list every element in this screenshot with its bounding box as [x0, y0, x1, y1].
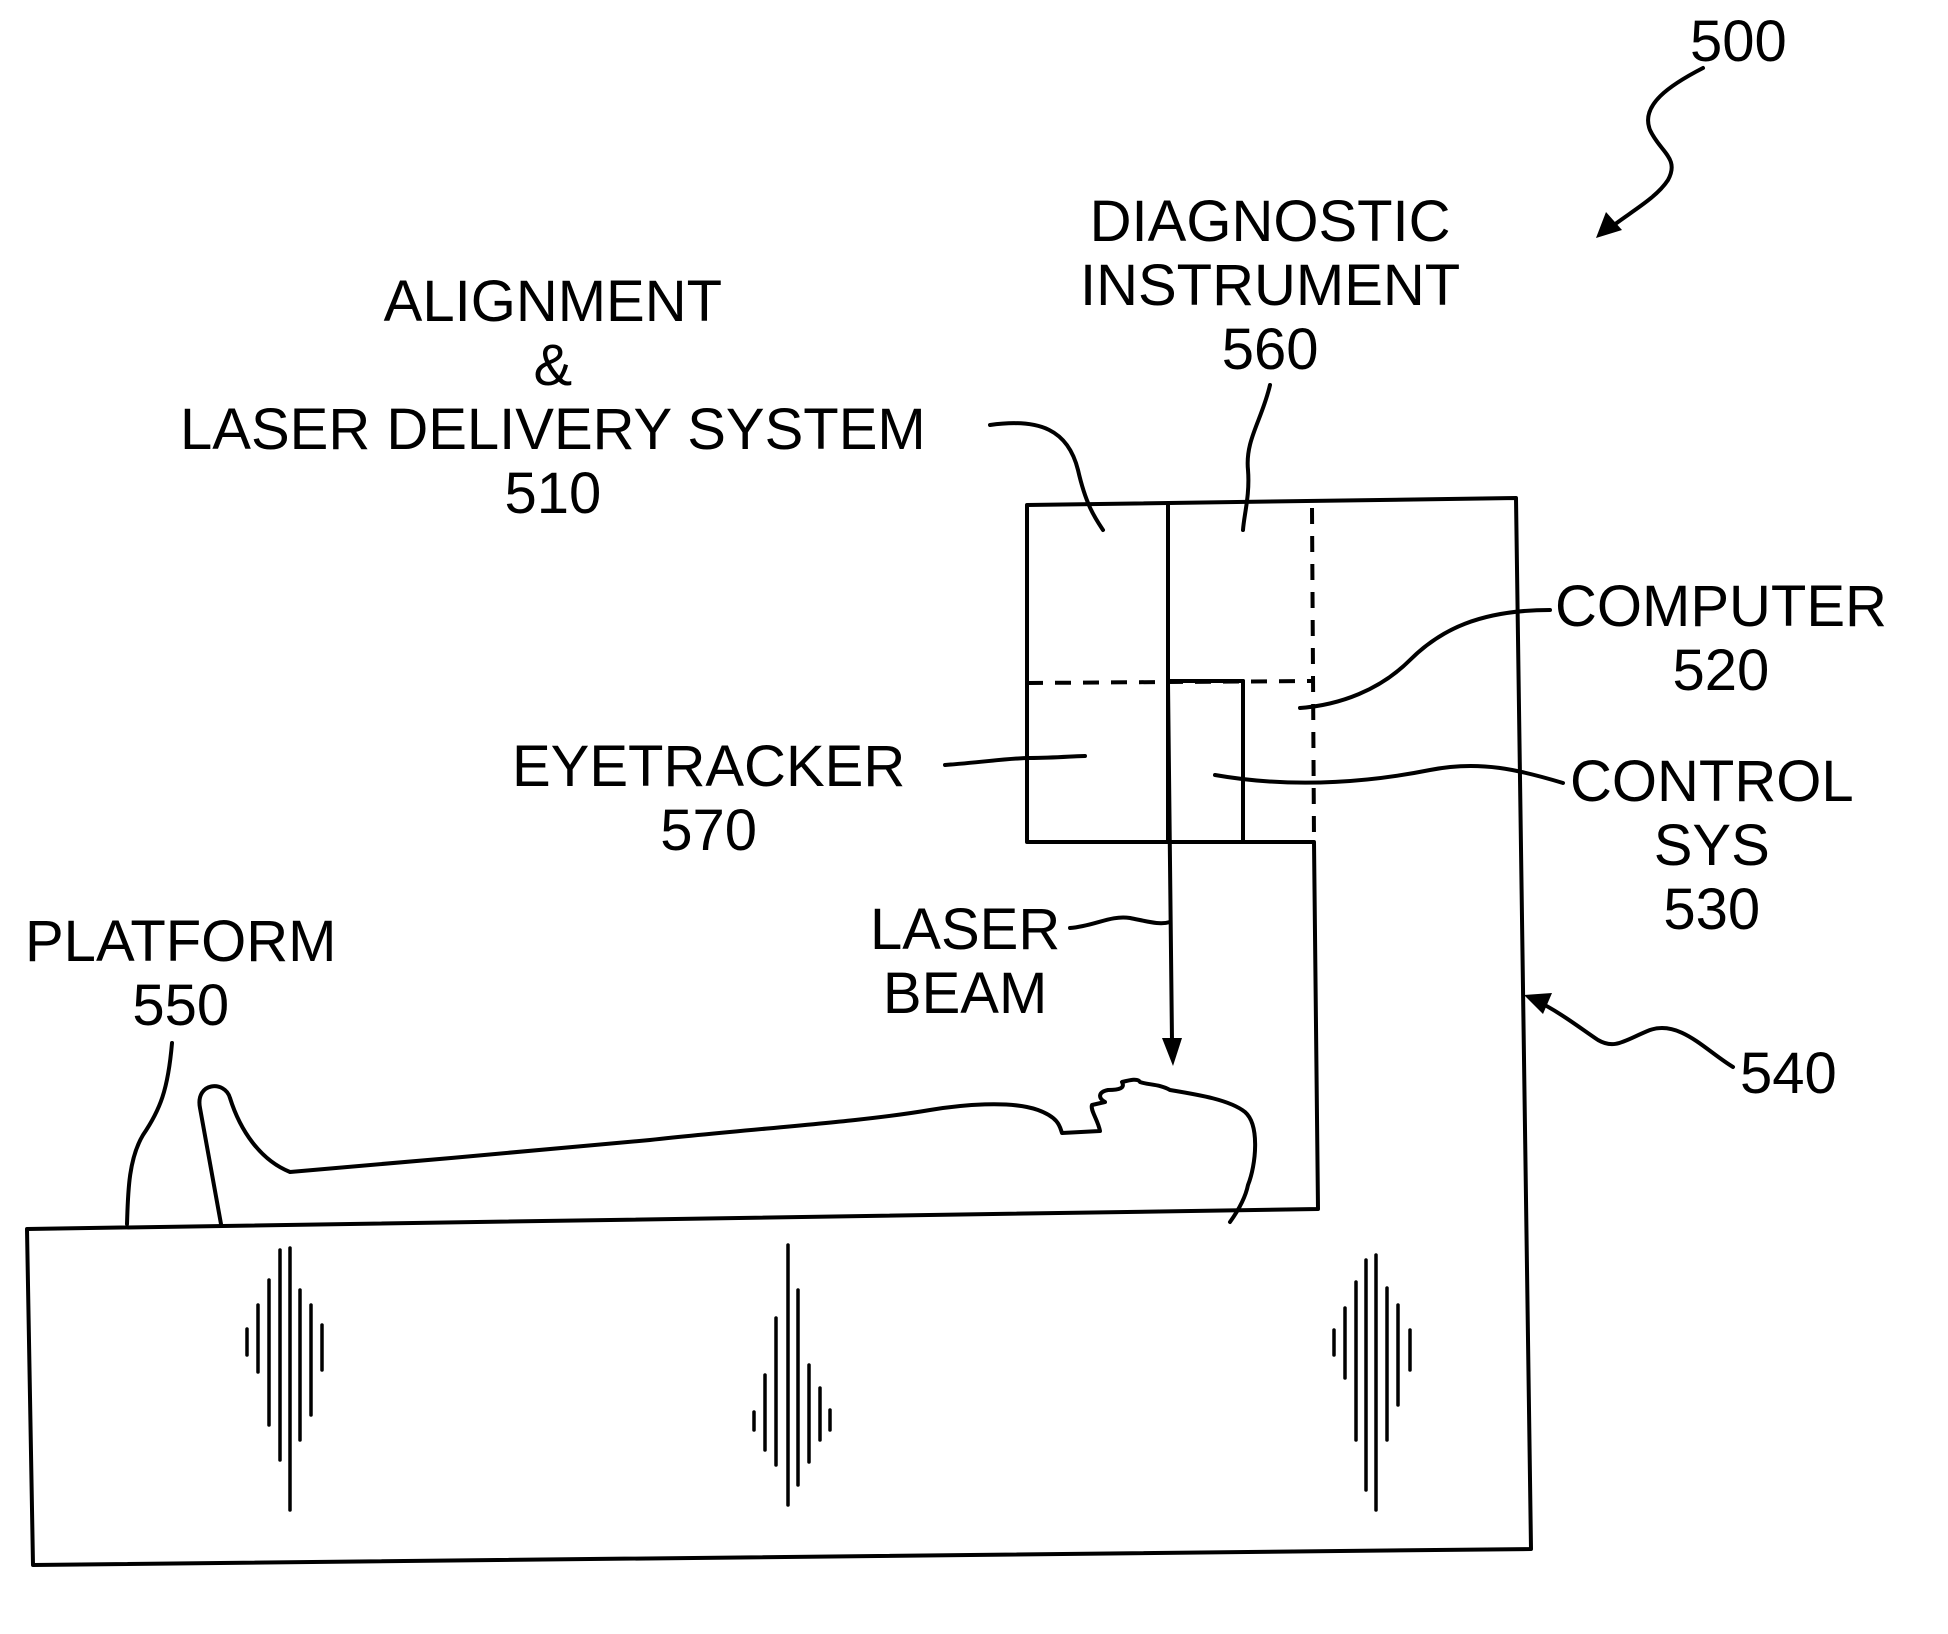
computer-ref: 520 — [1555, 639, 1887, 703]
label-laser-beam: LASER BEAM — [870, 898, 1060, 1026]
platform-ref: 550 — [25, 974, 337, 1038]
vibration-symbol-middle — [754, 1245, 830, 1505]
diagnostic-line1: DIAGNOSTIC — [1080, 190, 1460, 254]
leader-540 — [1535, 1000, 1733, 1067]
diagnostic-line2: INSTRUMENT — [1080, 254, 1460, 318]
leader-520 — [1300, 610, 1550, 708]
alignment-ref: 510 — [180, 462, 926, 526]
dashed-divider-vertical — [1312, 508, 1314, 840]
laser-beam-line1: LASER — [870, 898, 1060, 962]
label-diagnostic-instrument: DIAGNOSTIC INSTRUMENT 560 — [1080, 190, 1460, 382]
laser-beam-arrowhead — [1162, 1038, 1182, 1066]
computer-line1: COMPUTER — [1555, 575, 1887, 639]
leader-550 — [127, 1043, 172, 1224]
figure-ref-500: 500 — [1690, 10, 1787, 74]
vibration-symbol-right — [1334, 1255, 1410, 1510]
leader-500 — [1605, 68, 1703, 232]
label-frame-540: 540 — [1740, 1042, 1837, 1106]
laser-beam-line2: BEAM — [870, 962, 1060, 1026]
eyetracker-line1: EYETRACKER — [512, 735, 905, 799]
vibration-symbol-left — [247, 1248, 322, 1510]
patient-figure — [199, 1080, 1255, 1224]
label-eyetracker: EYETRACKER 570 — [512, 735, 905, 863]
control-line1: CONTROL — [1570, 750, 1854, 814]
leader-530 — [1215, 766, 1563, 783]
arrowhead-500 — [1596, 212, 1622, 238]
alignment-line1: ALIGNMENT — [180, 270, 926, 334]
control-line2: SYS — [1570, 814, 1854, 878]
leader-570 — [945, 756, 1085, 765]
leader-laser-beam — [1070, 917, 1170, 928]
eyetracker-ref: 570 — [512, 799, 905, 863]
arrowhead-540 — [1524, 993, 1552, 1014]
platform-line1: PLATFORM — [25, 910, 337, 974]
label-platform: PLATFORM 550 — [25, 910, 337, 1038]
alignment-line3: LASER DELIVERY SYSTEM — [180, 398, 926, 462]
alignment-line2: & — [180, 334, 926, 398]
leader-510 — [990, 423, 1103, 530]
label-computer: COMPUTER 520 — [1555, 575, 1887, 703]
frame-ref-540-text: 540 — [1740, 1042, 1837, 1106]
laser-beam-line — [1168, 683, 1172, 1042]
label-alignment-laser-delivery: ALIGNMENT & LASER DELIVERY SYSTEM 510 — [180, 270, 926, 526]
label-control-sys: CONTROL SYS 530 — [1570, 750, 1854, 942]
diagnostic-ref: 560 — [1080, 318, 1460, 382]
figure-ref-500-text: 500 — [1690, 10, 1787, 74]
control-ref: 530 — [1570, 878, 1854, 942]
leader-560 — [1243, 385, 1270, 530]
